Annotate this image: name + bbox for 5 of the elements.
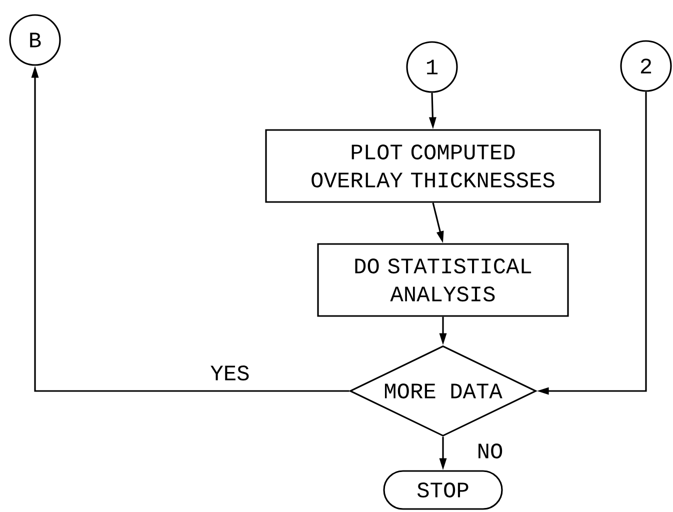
edge-label: YES — [209, 364, 251, 382]
process-box: DO STATISTICAL ANALYSIS — [317, 243, 569, 317]
edge-label: NO — [476, 442, 504, 460]
process-box: PLOT COMPUTED OVERLAY THICKNESSES — [265, 129, 601, 203]
terminal-box: STOP — [383, 470, 503, 510]
